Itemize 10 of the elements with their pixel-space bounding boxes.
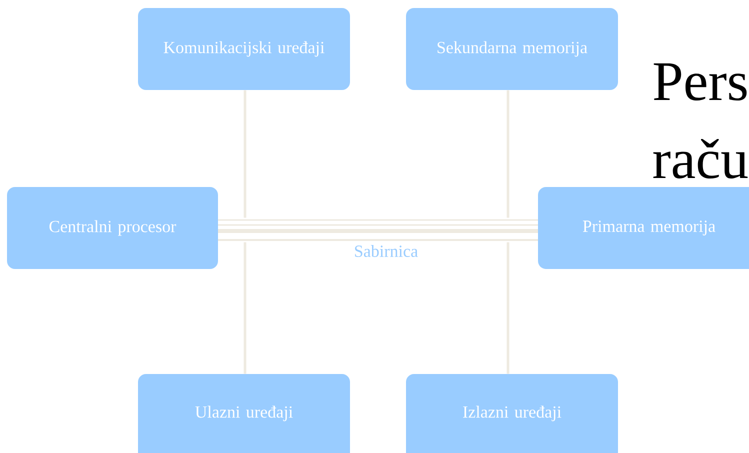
component-box: Ulazni uređaji bbox=[138, 374, 350, 453]
component-box: Primarna memorija bbox=[538, 187, 749, 269]
component-box: Izlazni uređaji bbox=[406, 374, 618, 453]
bus-label: Sabirnica bbox=[355, 245, 418, 257]
component-box: Sekundarna memorija bbox=[406, 8, 618, 90]
component-box: Centralni procesor bbox=[7, 187, 218, 269]
heading-text: raču bbox=[653, 139, 748, 179]
heading-text: Pers bbox=[654, 63, 747, 101]
bus-lines bbox=[218, 219, 538, 241]
component-box: Komunikacijski uređaji bbox=[138, 8, 350, 90]
